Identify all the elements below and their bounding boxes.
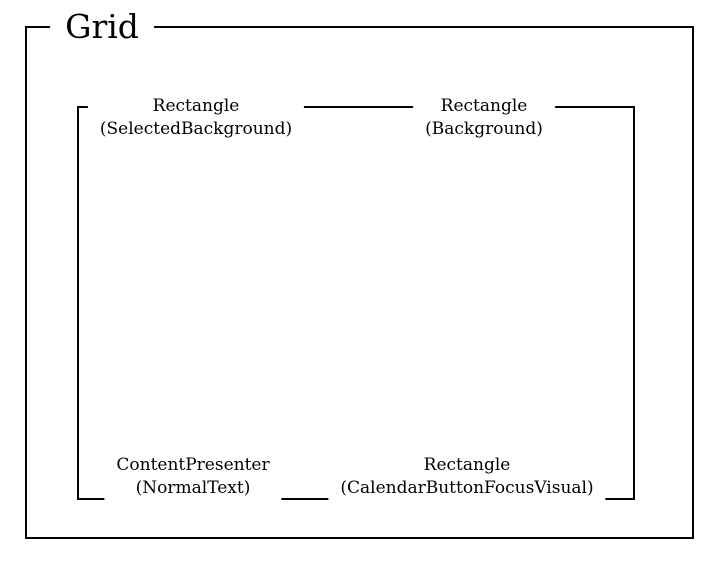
node-type-label: Rectangle [423,455,511,475]
node-part-label: (CalendarButtonFocusVisual) [340,478,594,498]
node-type-label: Rectangle [152,96,240,116]
node-selected-background: Rectangle (SelectedBackground) [87,95,305,141]
node-normal-text: ContentPresenter (NormalText) [104,454,282,503]
node-part-label: (Background) [425,119,543,139]
grid-box-label: Grid [50,8,154,46]
node-part-label: (SelectedBackground) [99,119,293,139]
node-calendar-button-focus-visual: Rectangle (CalendarButtonFocusVisual) [328,454,606,503]
node-type-label: Rectangle [440,96,528,116]
node-part-label: (NormalText) [135,478,251,498]
template-inner-box [77,106,635,500]
node-background: Rectangle (Background) [413,95,555,141]
grid-outer-box [25,26,694,539]
node-type-label: ContentPresenter [116,455,270,475]
